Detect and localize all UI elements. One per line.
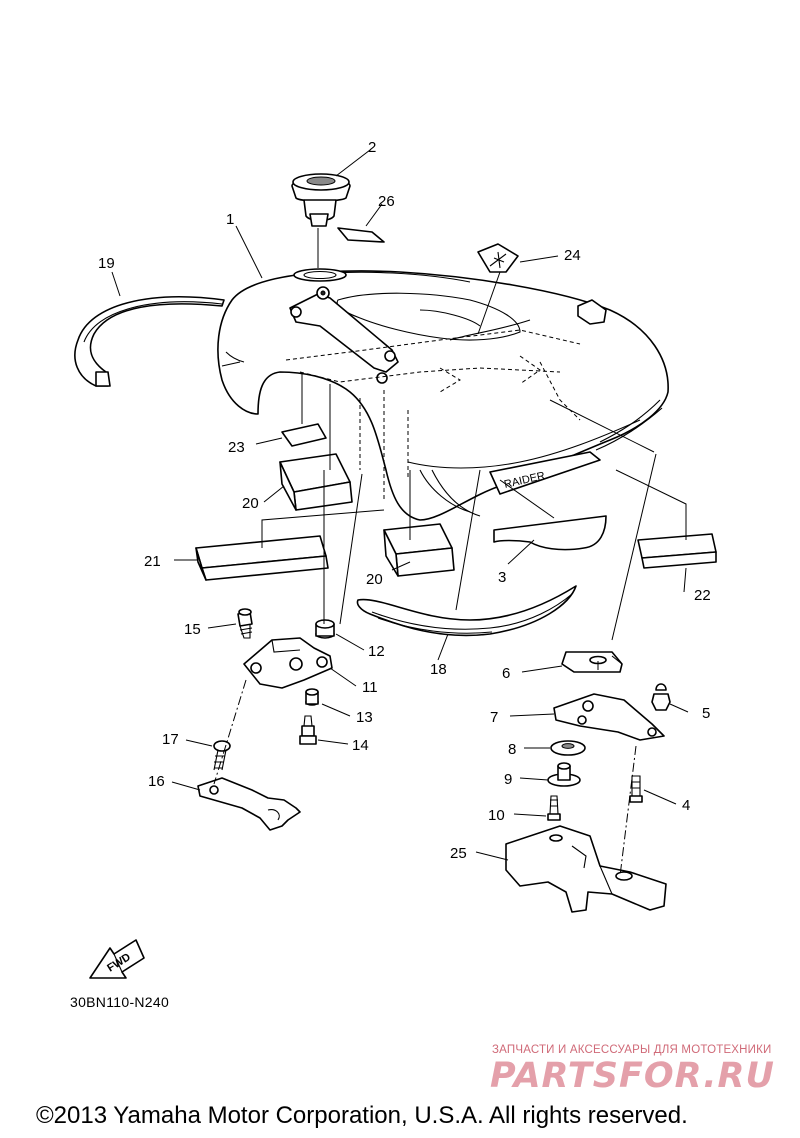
fwd-arrow-icon: FWD xyxy=(89,939,145,979)
callout-13: 13 xyxy=(356,709,373,726)
right-bolt-centerline xyxy=(619,745,637,877)
damper-22 xyxy=(637,533,717,569)
leader-lines xyxy=(111,149,689,861)
callout-20-upper: 20 xyxy=(242,495,259,512)
damper-20-lower xyxy=(383,523,455,577)
callout-7: 7 xyxy=(490,709,498,726)
callout-17: 17 xyxy=(162,731,179,748)
callout-10: 10 xyxy=(488,807,505,824)
tank-cover-3 xyxy=(493,515,607,551)
callout-8: 8 xyxy=(508,741,516,758)
callout-14: 14 xyxy=(352,737,369,754)
callout-24: 24 xyxy=(564,247,581,264)
bracket-6 xyxy=(561,651,623,673)
callout-15: 15 xyxy=(184,621,201,638)
bracket-11 xyxy=(243,637,333,689)
callout-4: 4 xyxy=(682,797,690,814)
tank-trim-18 xyxy=(356,585,577,637)
callout-3: 3 xyxy=(498,569,506,586)
bolt-14 xyxy=(299,715,317,745)
callout-22: 22 xyxy=(694,587,711,604)
callout-6: 6 xyxy=(502,665,510,682)
fuel-cap xyxy=(291,173,351,227)
washer-8 xyxy=(550,740,586,756)
side-trim-strip xyxy=(74,296,225,387)
caution-label xyxy=(337,227,385,243)
screw-17 xyxy=(213,740,231,771)
callout-1: 1 xyxy=(226,211,234,228)
bracket-16 xyxy=(197,777,301,831)
pad-23 xyxy=(281,423,327,447)
collar-9 xyxy=(547,762,581,787)
callout-23: 23 xyxy=(228,439,245,456)
damper-21 xyxy=(195,535,329,581)
callout-18: 18 xyxy=(430,661,447,678)
callout-5: 5 xyxy=(702,705,710,722)
callout-21: 21 xyxy=(144,553,161,570)
watermark-logo: PARTSFOR.RU xyxy=(490,1056,775,1096)
callout-25: 25 xyxy=(450,845,467,862)
callout-26: 26 xyxy=(378,193,395,210)
bracket-7 xyxy=(553,693,665,741)
callout-12: 12 xyxy=(368,643,385,660)
bolt-4 xyxy=(629,775,643,803)
callout-9: 9 xyxy=(504,771,512,788)
callout-2: 2 xyxy=(368,139,376,156)
callout-16: 16 xyxy=(148,773,165,790)
callout-11: 11 xyxy=(362,679,378,696)
bolt-15 xyxy=(237,608,253,639)
collar-13 xyxy=(305,688,319,706)
damper-20-upper xyxy=(279,453,353,511)
tank-emblem xyxy=(477,243,519,273)
callout-20-lower: 20 xyxy=(366,571,383,588)
diagram-reference-code: 30BN110-N240 xyxy=(70,994,170,1010)
left-mount-centerline xyxy=(213,679,247,785)
damper-12 xyxy=(315,619,335,639)
watermark-tagline: ЗАПЧАСТИ И АКСЕССУАРЫ ДЛЯ МОТОТЕХНИКИ xyxy=(492,1044,772,1056)
nut-5 xyxy=(651,683,671,711)
bolt-10 xyxy=(547,795,561,821)
bracket-25 xyxy=(505,825,667,913)
callout-labels: 1 2 3 4 5 6 7 8 9 10 11 12 13 14 15 16 1… xyxy=(98,139,711,862)
copyright-notice: ©2013 Yamaha Motor Corporation, U.S.A. A… xyxy=(36,1102,688,1129)
callout-19: 19 xyxy=(98,255,115,272)
